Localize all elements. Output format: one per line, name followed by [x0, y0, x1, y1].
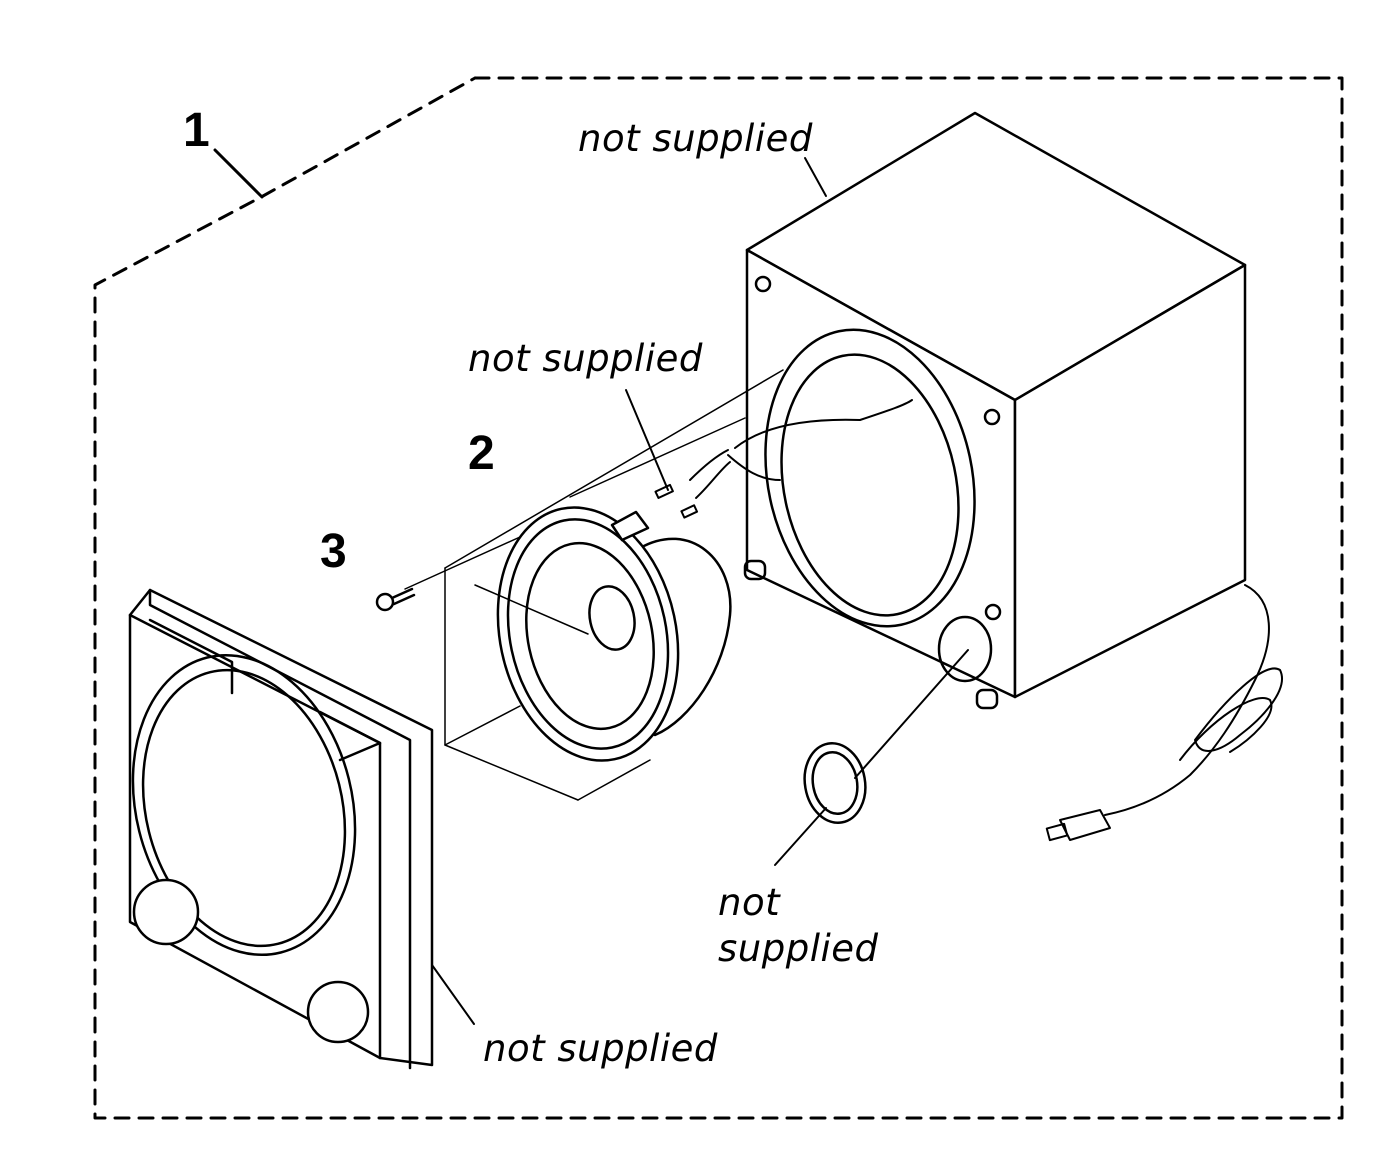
label-grille-not-supplied: not supplied: [483, 1027, 718, 1070]
enclosure-baffle-ring: [764, 328, 976, 628]
enclosure-corner-hole: [754, 275, 772, 293]
driver-cone: [525, 541, 655, 731]
port-tube-ring: [803, 742, 867, 824]
enclosure-foot: [743, 559, 767, 581]
label-port-not-supplied: not supplied: [718, 880, 918, 972]
grille-corner-disc: [306, 980, 370, 1044]
enclosure-corner-hole: [983, 408, 1001, 426]
internal-wire: [734, 399, 913, 449]
callout-number-3: 3: [320, 525, 347, 578]
grille-ring-inner: [141, 668, 347, 948]
driver-terminal: [610, 510, 650, 542]
grille-ring: [131, 653, 357, 957]
enclosure-foot: [975, 688, 999, 710]
driver-surround: [506, 518, 670, 750]
driver-wire-leads: [654, 449, 731, 519]
callout-number-2: 2: [468, 427, 495, 480]
label-enclosure-not-supplied: not supplied: [578, 117, 813, 160]
enclosure-box: [727, 111, 1247, 710]
speaker-driver: [496, 506, 732, 762]
label-wiring-not-supplied: not supplied: [468, 337, 703, 380]
enclosure-port-hole: [937, 615, 993, 683]
speaker-cable: [1045, 584, 1283, 842]
internal-wire: [727, 454, 781, 481]
wire-terminal: [680, 504, 699, 519]
label-leader-lines: [431, 157, 827, 1025]
driver-dustcap: [588, 585, 636, 651]
callout-number-1: 1: [183, 104, 210, 157]
driver-alignment-guides: [404, 369, 784, 801]
screw: [375, 587, 416, 612]
wire-terminal: [654, 483, 674, 500]
cable-plug-tip: [1045, 822, 1069, 842]
port-alignment-line: [854, 649, 969, 779]
grille-corner-disc: [132, 878, 200, 946]
label-port-line-2: supplied: [718, 927, 879, 970]
assembly-leader-line: [213, 148, 264, 199]
front-grille: [128, 588, 434, 1070]
enclosure-corner-hole: [984, 603, 1002, 621]
label-port-line-1: not: [718, 881, 781, 924]
enclosure-baffle-opening: [780, 353, 960, 617]
